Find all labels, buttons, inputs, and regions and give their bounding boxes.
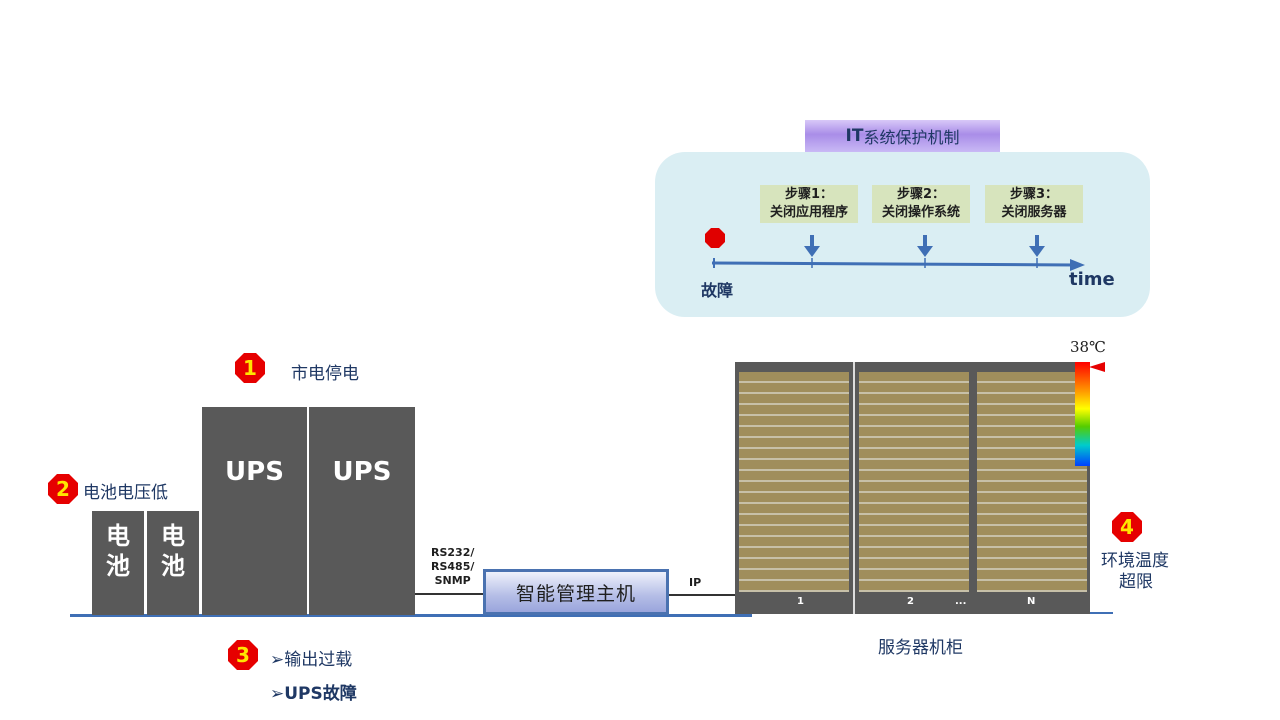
ground-line-left	[70, 614, 752, 617]
event-1-label: 市电停电	[291, 364, 359, 384]
event-3-item-2: ➢UPS故障	[270, 684, 357, 704]
event-4-badge: 4	[1112, 512, 1142, 542]
event-3-badge: 3	[228, 640, 258, 670]
battery-1-line2: 池	[106, 552, 130, 580]
serial-link-line	[415, 593, 483, 595]
battery-2: 电 池	[147, 511, 199, 615]
protocol-rs485: RS485/	[431, 560, 475, 573]
it-protection-panel	[655, 152, 1150, 317]
battery-1: 电 池	[92, 511, 144, 615]
ip-link-line	[669, 594, 735, 596]
rack-bay-n-label: N	[1027, 596, 1036, 607]
step-3-box: 步骤3： 关闭服务器	[985, 185, 1083, 223]
temperature-reading: 38℃	[1070, 338, 1106, 356]
link-protocols: RS232/ RS485/ SNMP	[431, 546, 474, 588]
ip-label: IP	[689, 576, 702, 589]
temperature-gradient-bar	[1075, 362, 1090, 466]
event-4-label-line1: 环境温度	[1101, 551, 1169, 571]
event-2-label: 电池电压低	[83, 483, 168, 503]
battery-1-line1: 电	[106, 522, 130, 550]
rack-bay-n	[977, 372, 1087, 592]
event-2-badge: 2	[48, 474, 78, 504]
battery-2-line2: 池	[161, 552, 185, 580]
step-2-title: 步骤2：	[896, 187, 946, 202]
management-host: 智能管理主机	[483, 569, 669, 615]
timeline-axis	[711, 261, 1076, 267]
step-1-label: 关闭应用程序	[769, 205, 848, 220]
timeline-graphic	[711, 235, 1085, 271]
protocol-snmp: SNMP	[434, 574, 471, 587]
rack-bay-2-label: 2	[907, 596, 914, 607]
rack-caption: 服务器机柜	[878, 638, 963, 658]
ups-unit-2-label: UPS	[332, 457, 392, 487]
rack-bay-2	[859, 372, 969, 592]
timeline-arrowhead-icon	[1070, 259, 1085, 271]
it-title-rest: 系统保护机制	[863, 128, 960, 147]
step-1-arrow-icon	[804, 235, 820, 268]
time-label: time	[1069, 269, 1115, 290]
ups-unit-1-label: UPS	[225, 457, 284, 487]
fault-marker-icon	[705, 228, 725, 248]
it-title-bold: IT	[845, 126, 864, 146]
step-1-title: 步骤1：	[784, 187, 834, 202]
event-4-label-line2: 超限	[1119, 572, 1153, 592]
ups-unit-1: UPS	[202, 407, 307, 615]
step-3-title: 步骤3：	[1009, 187, 1059, 202]
rack-divider	[853, 362, 855, 614]
event-1-badge: 1	[235, 353, 265, 383]
fault-label: 故障	[701, 281, 734, 300]
rack-ellipsis: ...	[955, 596, 967, 607]
step-2-arrow-icon	[917, 235, 933, 268]
step-2-label: 关闭操作系统	[881, 205, 960, 220]
ups-unit-2: UPS	[309, 407, 415, 615]
event-3-item-1: ➢输出过载	[270, 650, 353, 670]
server-rack: 1 2 ... N	[735, 362, 1090, 614]
temperature-pointer-icon	[1089, 362, 1105, 372]
rack-bay-1	[739, 372, 849, 592]
rack-bay-1-label: 1	[797, 596, 804, 607]
step-3-arrow-icon	[1029, 235, 1045, 268]
step-3-label: 关闭服务器	[1001, 205, 1067, 220]
step-2-box: 步骤2： 关闭操作系统	[872, 185, 970, 223]
protocol-rs232: RS232/	[431, 546, 475, 559]
step-1-box: 步骤1： 关闭应用程序	[760, 185, 858, 223]
battery-2-line1: 电	[161, 522, 185, 550]
